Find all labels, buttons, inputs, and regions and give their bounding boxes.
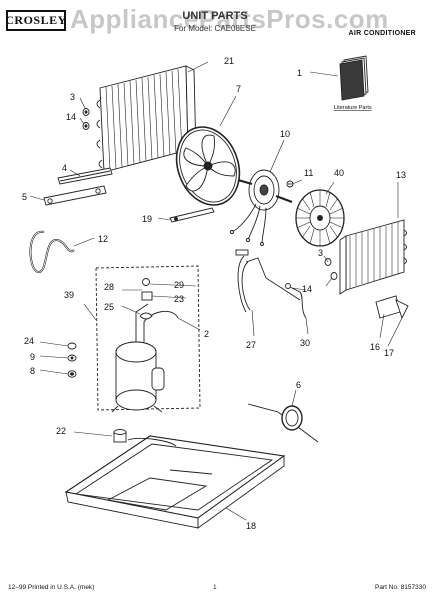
evaporator-coil — [339, 219, 407, 295]
callout-2: 2 — [204, 329, 209, 339]
callout-21: 21 — [224, 56, 234, 66]
nut — [67, 370, 77, 378]
mounting-bracket — [169, 207, 215, 223]
motor-screw — [286, 180, 294, 188]
compressor-mount — [113, 429, 127, 443]
literature-parts-booklet — [339, 55, 369, 101]
page-number: 1 — [213, 584, 217, 591]
watermark: AppliancePartsPros.com — [70, 4, 389, 34]
callout-4: 4 — [62, 163, 67, 173]
callout-18: 18 — [246, 521, 256, 531]
callout-1: 1 — [297, 68, 302, 78]
capacitor — [247, 403, 319, 443]
callout-3-left: 3 — [70, 92, 75, 102]
fan-motor — [230, 169, 293, 246]
service-fitting — [139, 278, 153, 320]
coil-bracket — [57, 167, 113, 185]
callout-17: 17 — [384, 348, 394, 358]
callout-14-right: 14 — [302, 284, 312, 294]
callout-11: 11 — [304, 168, 313, 178]
screw-14-left — [82, 122, 90, 130]
callout-25: 25 — [104, 302, 114, 312]
product-type: AIR CONDITIONER — [348, 30, 416, 37]
callout-16: 16 — [370, 342, 380, 352]
drain-tube — [29, 230, 75, 273]
part-number: Part No. 8157330 — [375, 584, 426, 591]
callout-5: 5 — [22, 192, 27, 202]
callout-7: 7 — [236, 84, 241, 94]
callout-27: 27 — [246, 340, 256, 350]
callout-30: 30 — [300, 338, 310, 348]
brand-logo: CROSLEY — [5, 10, 66, 31]
callout-24: 24 — [24, 336, 34, 346]
callout-19: 19 — [142, 214, 152, 224]
condenser-fan-blade — [175, 126, 241, 206]
callout-6: 6 — [296, 380, 301, 390]
callout-3-right: 3 — [318, 248, 323, 258]
callout-22: 22 — [56, 426, 66, 436]
callout-39: 39 — [64, 290, 74, 300]
callout-14-left: 14 — [66, 112, 76, 122]
temperature-sensor — [285, 283, 307, 319]
control-bracket — [375, 295, 409, 320]
blower-wheel — [295, 189, 345, 247]
callout-13: 13 — [396, 170, 406, 180]
screw-14-right — [330, 272, 338, 280]
base-pan — [64, 435, 286, 529]
callout-12: 12 — [98, 234, 108, 244]
thermostat-capillary — [235, 249, 301, 313]
callout-8: 8 — [30, 366, 35, 376]
base-rail — [43, 185, 107, 206]
print-info: 12–99 Printed in U.S.A. (mek) — [8, 584, 95, 591]
screw-3-left — [82, 108, 90, 116]
callout-23: 23 — [174, 294, 184, 304]
callout-40: 40 — [334, 168, 344, 178]
washer — [67, 354, 77, 362]
callout-29: 29 — [174, 280, 184, 290]
callout-9: 9 — [30, 352, 35, 362]
page-title: UNIT PARTS — [182, 10, 248, 22]
compressor-assembly — [95, 265, 201, 413]
callout-10: 10 — [280, 129, 290, 139]
callout-28: 28 — [104, 282, 114, 292]
grommet — [67, 342, 77, 350]
literature-parts-label: Literature Parts — [334, 105, 372, 111]
model-number: For Model: CAE08ESE — [174, 24, 256, 33]
